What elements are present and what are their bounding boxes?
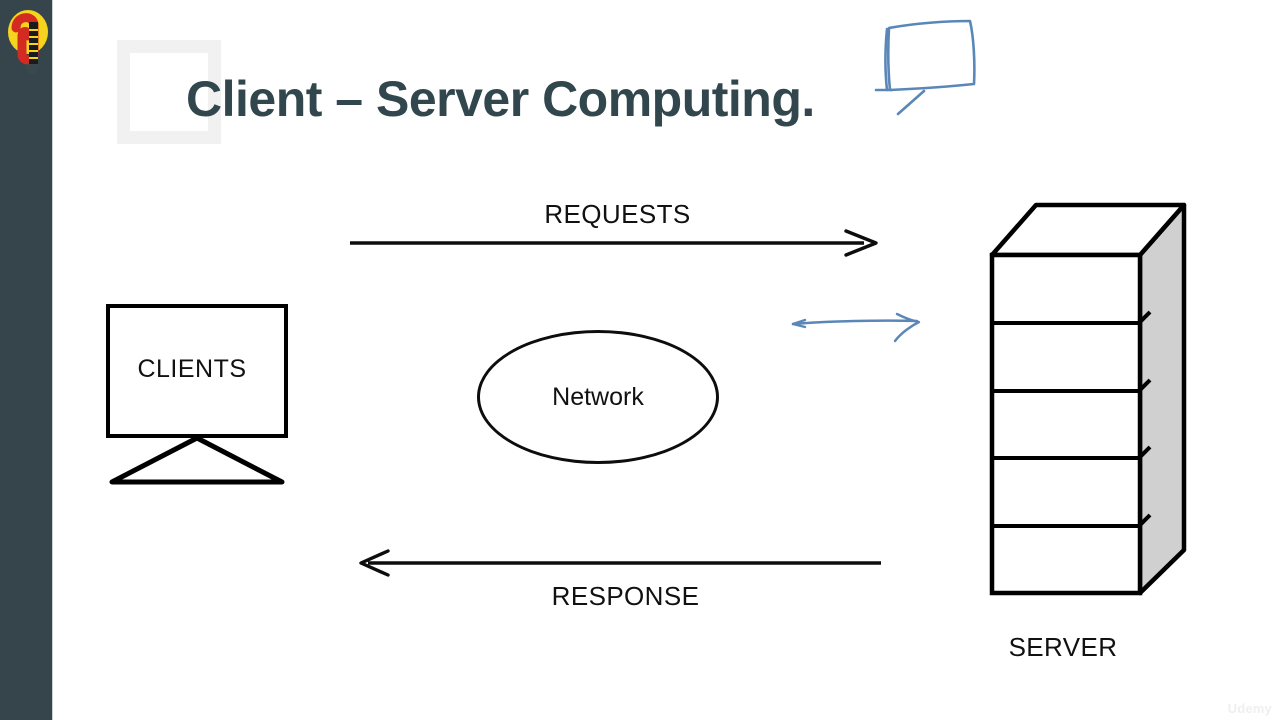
lightbulb-logo-icon [8,10,48,74]
response-arrow-shape [359,549,881,577]
response-label: RESPONSE [551,581,700,611]
title-decoration-square [117,40,221,144]
server-rack-shape [989,202,1187,596]
network-ellipse-shape [477,330,719,464]
page-title: Client – Server Computing. [186,71,815,127]
network-label: Network [552,383,644,411]
client-label: CLIENTS [137,355,247,383]
client-monitor-shape [106,304,288,485]
server-label: SERVER [1008,632,1118,662]
requests-label: REQUESTS [544,199,691,229]
sketch-arrow-annotation [791,312,921,343]
sidebar [0,0,53,720]
udemy-watermark: Udemy [1227,701,1272,716]
requests-arrow-shape [350,229,878,257]
sketch-monitor-annotation [874,19,976,116]
